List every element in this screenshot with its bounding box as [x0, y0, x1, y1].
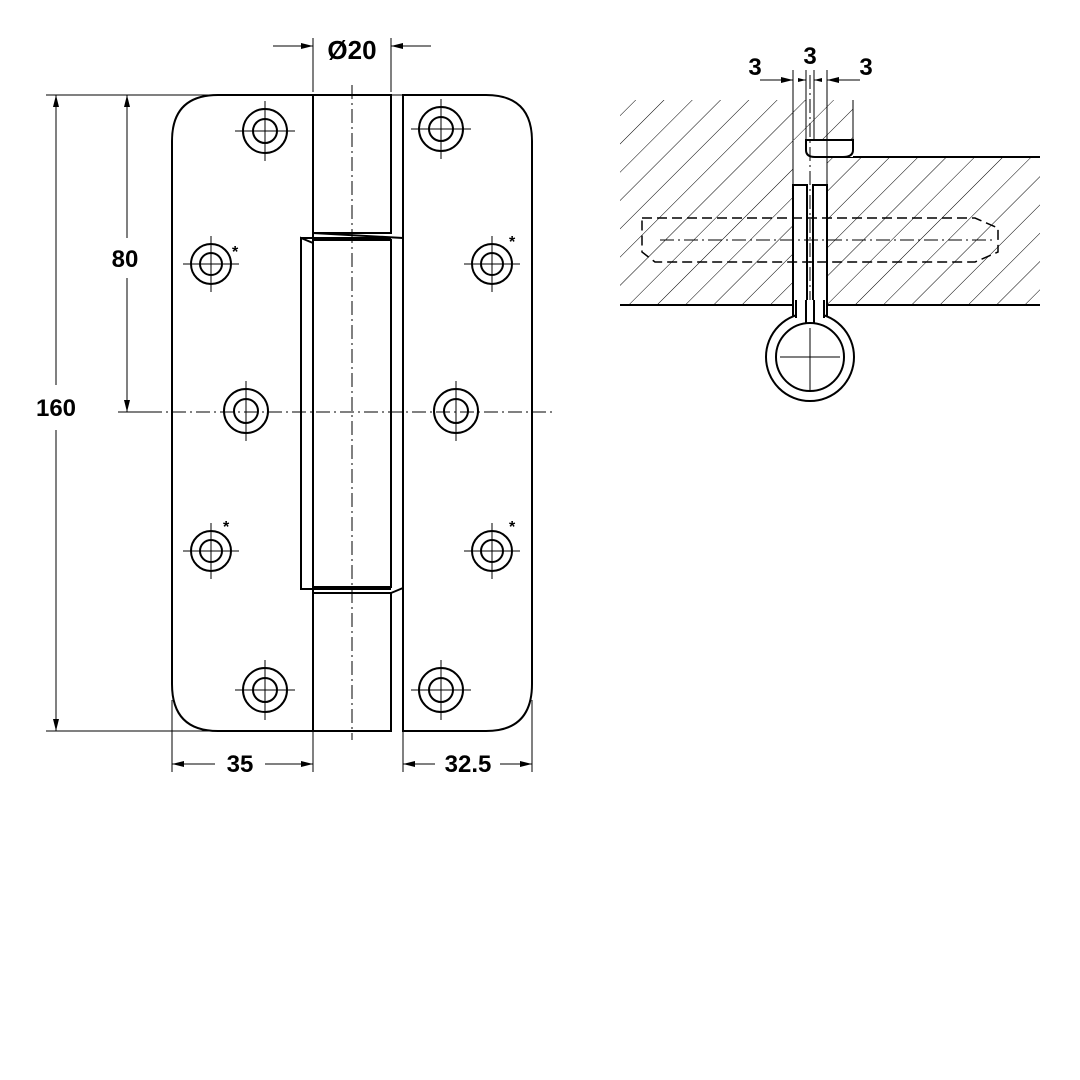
screw-hole: [183, 236, 239, 292]
dimension-left-leaf-width: 35: [171, 700, 314, 778]
dimension-right-leaf-width: 32.5: [402, 700, 533, 778]
knuckle-ring: [765, 300, 855, 402]
dimension-half-height: 80: [112, 95, 148, 413]
knuckle-top: [312, 94, 404, 239]
dim-label-left-leaf-width: 35: [227, 751, 254, 778]
hole-marker: *: [232, 244, 239, 261]
right-leaf: [402, 94, 533, 732]
screw-hole: [433, 381, 479, 441]
door-section: [827, 156, 1040, 305]
dim-label-half-height: 80: [112, 246, 139, 273]
dim-label-gap-center: 3: [803, 43, 816, 70]
hinge-section-view: 3 3 3: [620, 43, 1040, 402]
dimension-total-height: 160: [36, 94, 300, 732]
hole-marker: *: [509, 519, 516, 536]
screw-hole: [464, 236, 520, 292]
frame-section: [620, 100, 793, 305]
knuckle-bottom: [312, 587, 404, 732]
top-strip-section: [793, 100, 854, 140]
screw-holes: [183, 99, 520, 720]
hole-marker: *: [509, 234, 516, 251]
screw-hole: [411, 99, 471, 159]
screw-hole: [223, 381, 269, 441]
screw-hole: [235, 660, 295, 720]
recess-outline: [641, 217, 999, 263]
dim-label-right-leaf-width: 32.5: [445, 751, 492, 778]
screw-hole: [235, 101, 295, 161]
dim-label-total-height: 160: [36, 395, 76, 422]
dim-label-pin-diameter: Ø20: [327, 35, 376, 65]
dimension-gaps: 3 3 3: [748, 43, 873, 185]
dim-label-gap-right: 3: [859, 54, 872, 81]
dim-label-gap-left: 3: [748, 54, 761, 81]
screw-hole: [411, 660, 471, 720]
hole-marker: *: [223, 519, 230, 536]
dimension-pin-diameter: Ø20: [273, 35, 431, 92]
screw-hole: [183, 523, 239, 579]
screw-hole: [464, 523, 520, 579]
left-leaf: [171, 94, 314, 732]
hinge-front-view: * * * * Ø20 160 80: [36, 35, 556, 778]
knuckle-middle: [300, 236, 392, 590]
